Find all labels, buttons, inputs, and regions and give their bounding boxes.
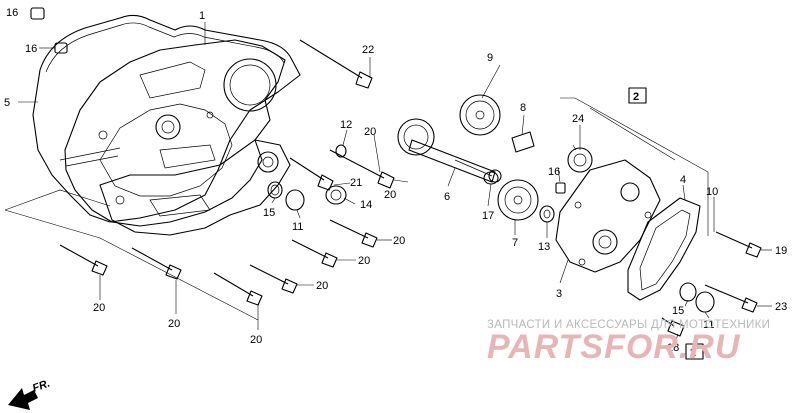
part-label: 14 [360, 199, 372, 211]
part-label: 21 [350, 177, 362, 189]
part-label: 11 [292, 221, 303, 233]
part-label: 24 [572, 113, 584, 125]
part-label: 22 [362, 44, 374, 56]
cover-gasket [627, 197, 701, 301]
leader-lines [18, 22, 772, 341]
part-label: 9 [487, 52, 493, 64]
part-label: 7 [512, 237, 518, 249]
bolts [59, 39, 762, 337]
watermark-brand: PARTSFOR.RU [487, 328, 741, 366]
part-number-labels: 1 2 2 3 4 5 6 7 8 9 10 11 11 12 13 14 15… [4, 7, 787, 395]
gears [397, 94, 539, 221]
part-label: 16 [548, 166, 560, 178]
part-label: 20 [316, 280, 328, 292]
gear-cover [555, 159, 661, 273]
part-label: 10 [706, 186, 718, 198]
part-label: 13 [538, 241, 550, 253]
part-label: 15 [672, 305, 684, 317]
part-label: 3 [556, 288, 562, 300]
ref-box-2-top [628, 87, 647, 104]
part-label: 20 [250, 334, 262, 346]
part-label: 5 [4, 97, 10, 109]
part-label: 12 [340, 119, 352, 131]
part-label: 4 [680, 174, 686, 186]
part-label: 17 [482, 210, 494, 222]
ref-box-2-bottom [685, 343, 704, 360]
part-label: 16 [6, 7, 18, 19]
assembly-lines [4, 97, 709, 321]
part-label: 2 [690, 347, 696, 359]
watermark-caption: ЗАПЧАСТИ И АКСЕССУАРЫ ДЛЯ МОТОТЕХНИКИ [487, 319, 771, 331]
crankcase-cover [59, 39, 286, 227]
part-label: 6 [444, 191, 450, 203]
part-label: 15 [263, 207, 275, 219]
part-label: 11 [703, 319, 714, 331]
part-label: 16 [25, 43, 37, 55]
part-label: 8 [520, 102, 526, 114]
part-label: 20 [393, 235, 405, 247]
part-label: 2 [633, 91, 639, 103]
part-label: 20 [168, 318, 180, 330]
part-label: 20 [93, 302, 105, 314]
front-direction-arrow [8, 388, 38, 410]
part-label: 1 [199, 10, 205, 22]
part-label: 20 [384, 189, 396, 201]
gasket-outline [32, 14, 301, 223]
part-label: 23 [775, 301, 787, 313]
lower-gear-case [99, 139, 291, 236]
part-label: 18 [667, 342, 679, 354]
part-label: 20 [358, 255, 370, 267]
part-label: 19 [775, 245, 787, 257]
direction-label: FR. [31, 377, 52, 394]
shaft [408, 139, 502, 183]
part-label: 20 [364, 126, 376, 138]
